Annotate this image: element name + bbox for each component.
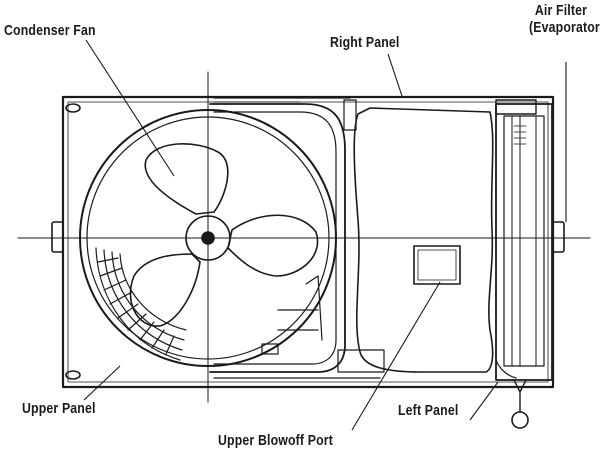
leader-right-panel: [387, 53, 403, 97]
fan-hub: [185, 215, 231, 261]
screw: [65, 103, 81, 113]
leader-condenser-fan: [85, 39, 175, 177]
blowoff-port: [413, 245, 461, 285]
blowoff-port-inner: [417, 249, 457, 281]
lower-block: [337, 349, 385, 373]
label-air-filter: Air Filter (Evaporator): [529, 2, 600, 36]
label-condenser-fan: Condenser Fan: [4, 22, 96, 39]
screw: [65, 370, 81, 380]
fan-shroud: [209, 103, 346, 373]
right-slot: [552, 221, 565, 253]
label-air-filter-line2: (Evaporator): [529, 19, 600, 36]
fan-shaft: [201, 231, 215, 245]
leader-upper-panel: [83, 365, 121, 401]
air-filter-frame: [495, 103, 553, 381]
label-upper-blowoff-port: Upper Blowoff Port: [218, 432, 334, 449]
top-bracket: [343, 99, 357, 131]
fan-blade: [227, 214, 319, 277]
fan-shroud-inner: [213, 111, 337, 365]
label-upper-panel: Upper Panel: [22, 400, 96, 417]
left-slot: [51, 221, 64, 253]
fan-guard-inner: [86, 116, 330, 360]
label-right-panel: Right Panel: [330, 34, 400, 51]
label-left-panel: Left Panel: [398, 402, 459, 419]
inner-housing: [67, 101, 549, 383]
fan-blade: [144, 143, 229, 215]
filter-handle-top: [495, 99, 537, 115]
label-air-filter-line1: Air Filter: [534, 2, 588, 19]
leader-blowoff-port: [351, 281, 441, 431]
pull-ring: [511, 411, 529, 429]
lower-bracket: [261, 343, 279, 355]
fan-blade: [129, 253, 201, 327]
leader-left-panel: [469, 381, 499, 421]
evaporator-body: [353, 107, 494, 373]
